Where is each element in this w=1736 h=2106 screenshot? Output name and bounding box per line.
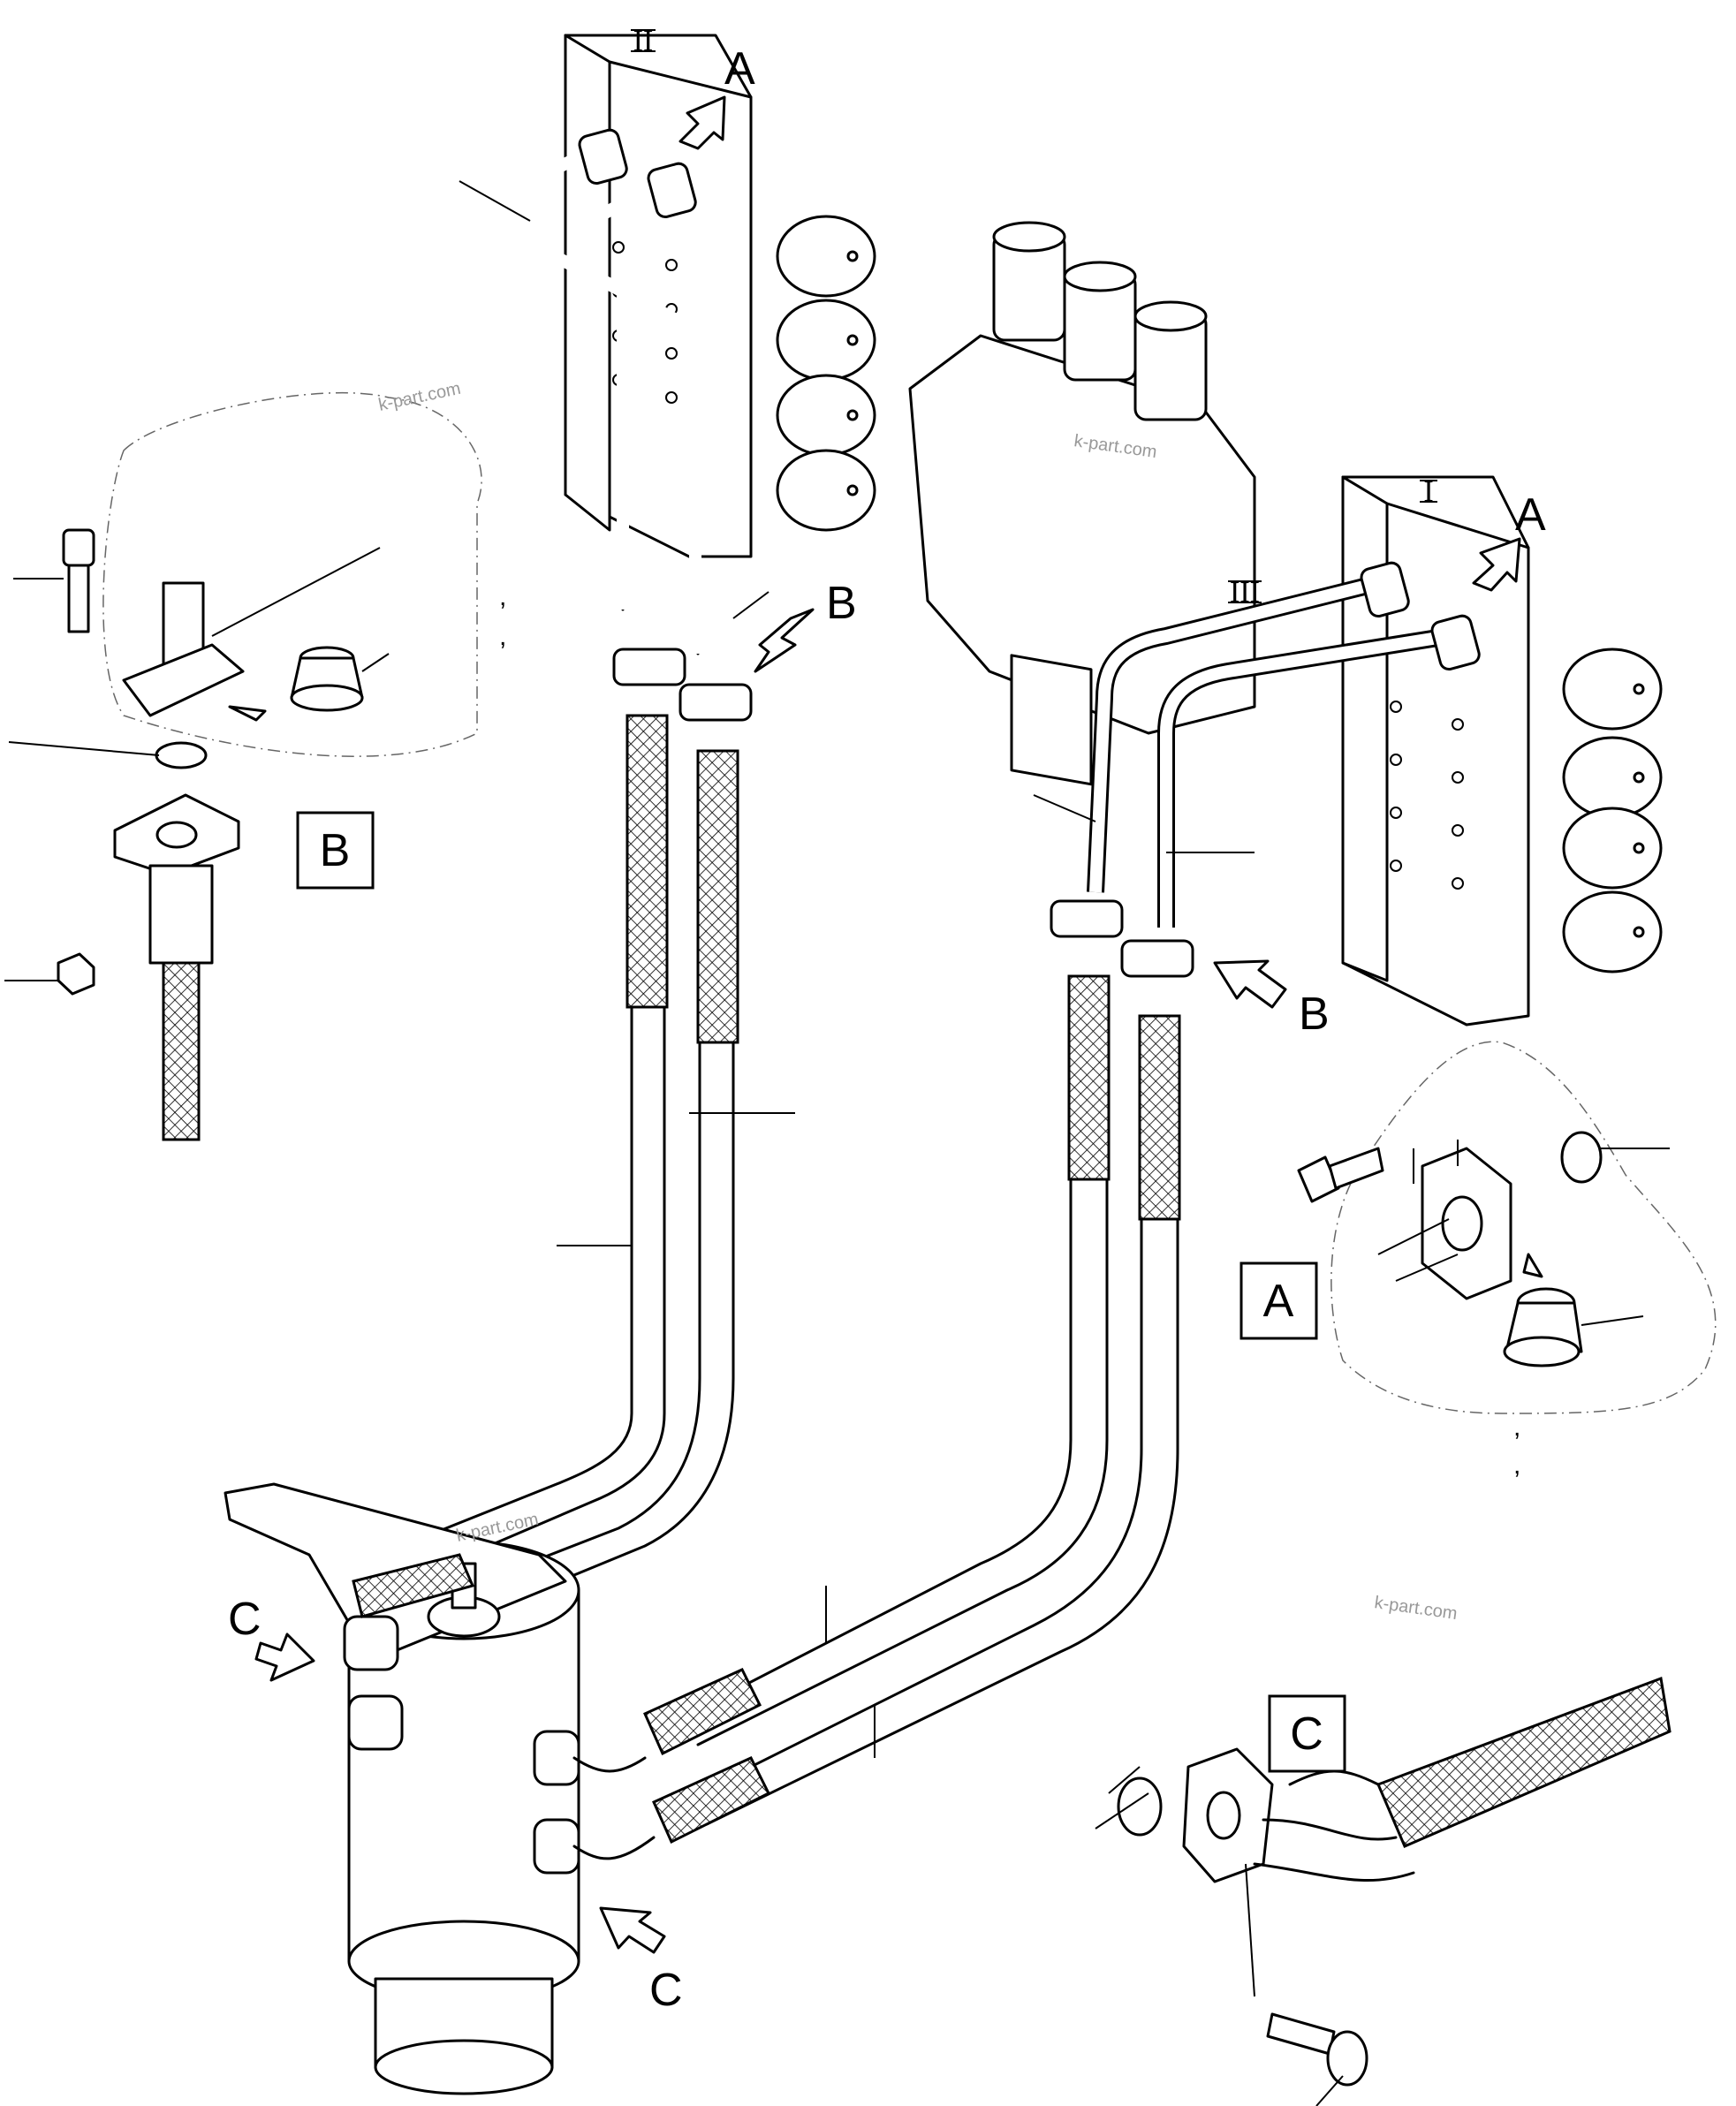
comma-detail-b-2: ,: [499, 622, 506, 651]
detail-c: [1095, 1676, 1672, 2106]
valve-i-ports: [1390, 701, 1464, 890]
tubes-valve-i: [1087, 561, 1481, 928]
arrow-a-valve-i: [1472, 537, 1521, 592]
detail-box-a-label: A: [1263, 1276, 1294, 1327]
callout-b-left: B: [826, 578, 857, 629]
detail-c-flange: [1182, 1747, 1274, 1883]
detail-c-bolt: [1266, 2012, 1368, 2087]
rotary-swivel: [224, 1482, 656, 2095]
callout-b-right: B: [1299, 989, 1330, 1040]
detail-box-c-label: C: [1290, 1708, 1323, 1760]
leader-lines: [459, 180, 1255, 1758]
detail-a: [1297, 1041, 1717, 1414]
watermark-3: k-part.com: [454, 1510, 540, 1546]
watermark-1: k-part.com: [376, 379, 462, 415]
detail-c-oring: [1117, 1776, 1163, 1837]
detail-b: [4, 391, 482, 1141]
detail-a-bolt: [1297, 1147, 1384, 1203]
svg-text:I: I: [1423, 475, 1433, 508]
detail-b-plug: [290, 646, 364, 712]
detail-a-flange: [1421, 1147, 1512, 1300]
numeral-ii: II: [631, 25, 656, 57]
detail-box-c: C: [1268, 1694, 1346, 1773]
callout-a-valve-ii: A: [724, 43, 755, 95]
comma-detail-b-1: ,: [499, 582, 506, 611]
detail-b-flange-lower: [113, 793, 240, 1141]
hoses-left: [378, 714, 739, 1610]
numeral-iii: III: [1228, 576, 1262, 609]
detail-box-a: A: [1239, 1261, 1318, 1340]
valve-block-iii: [908, 221, 1256, 786]
detail-b-nut: [57, 952, 95, 996]
valve-i-spools: [1562, 648, 1663, 973]
detail-b-bolt: [62, 528, 95, 633]
arrow-c-lower: [599, 1906, 666, 1954]
callout-c-upper: C: [228, 1594, 262, 1645]
detail-b-flange-upper: [122, 581, 245, 717]
callout-a-valve-i: A: [1515, 489, 1546, 541]
watermark-4: k-part.com: [1373, 1593, 1459, 1624]
svg-text:III: III: [1230, 576, 1260, 609]
comma-detail-a-1: ,: [1513, 1413, 1520, 1442]
flanges-b: [612, 648, 1194, 978]
callout-c-lower: C: [649, 1965, 683, 2016]
arrow-b-left: [754, 608, 815, 673]
arrow-c-upper: [254, 1633, 315, 1682]
detail-a-plug: [1503, 1287, 1583, 1367]
svg-text:II: II: [633, 25, 654, 57]
arrow-b-right: [1213, 959, 1287, 1009]
hoses-right: [643, 974, 1181, 1845]
valve-iii-solenoids: [992, 221, 1208, 421]
swivel-port-flanges: [343, 1615, 580, 1875]
detail-a-oring: [1560, 1131, 1603, 1184]
callout-arrows: [254, 95, 1521, 1954]
tubes-valve-ii: [496, 128, 704, 655]
detail-box-b: B: [296, 811, 375, 890]
comma-detail-a-2: ,: [1513, 1451, 1520, 1480]
numeral-i: I: [1420, 475, 1437, 508]
valve-ii-spools: [776, 215, 876, 532]
detail-b-oring: [155, 741, 208, 769]
arrow-a-valve-ii: [678, 95, 726, 150]
detail-box-b-label: B: [320, 825, 351, 876]
